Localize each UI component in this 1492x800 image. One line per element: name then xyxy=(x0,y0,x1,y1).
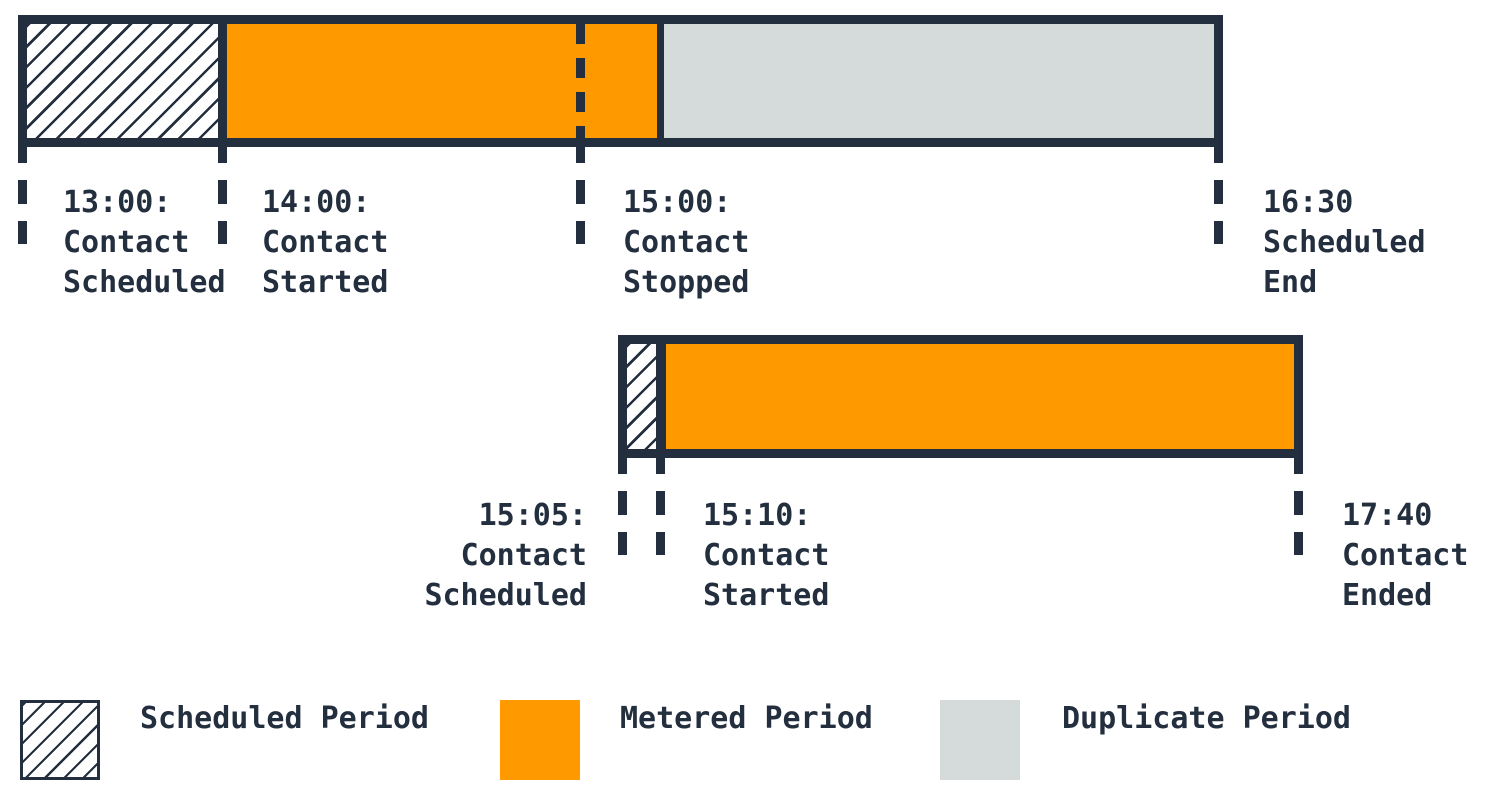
event-label-contact-started-2: 15:10: Contact Started xyxy=(703,496,829,616)
event-time: 17:40 xyxy=(1342,498,1433,533)
segment-divider xyxy=(656,344,666,449)
legend-label-metered-period: Metered Period xyxy=(620,701,873,736)
legend-swatch-duplicate-period xyxy=(940,700,1020,780)
contact-stopped-dashed-marker xyxy=(576,24,585,138)
event-label-contact-stopped: 15:00: Contact Stopped xyxy=(623,183,749,303)
event-line: Contact xyxy=(262,225,389,260)
event-label-contact-ended: 17:40 Contact Ended xyxy=(1342,496,1468,616)
event-line: Scheduled xyxy=(424,578,587,613)
segment-metered-period xyxy=(666,344,1294,449)
event-time: 15:00: xyxy=(623,185,732,220)
tick-14-00 xyxy=(218,147,227,244)
event-line: Contact xyxy=(703,538,830,573)
event-line: Scheduled xyxy=(63,265,226,300)
event-label-contact-scheduled-2: 15:05: Contact Scheduled xyxy=(424,496,587,616)
event-time: 14:00: xyxy=(262,185,371,220)
event-line: End xyxy=(1263,265,1318,300)
tick-16-30 xyxy=(1214,147,1223,244)
event-line: Contact xyxy=(460,538,587,573)
event-time: 15:05: xyxy=(478,498,587,533)
segment-divider xyxy=(218,24,227,138)
event-line: Started xyxy=(262,265,389,300)
legend-swatch-scheduled-period xyxy=(20,700,100,780)
event-label-contact-started: 14:00: Contact Started xyxy=(262,183,388,303)
tick-15-05 xyxy=(618,458,627,555)
event-line: Stopped xyxy=(623,265,750,300)
event-line: Started xyxy=(703,578,830,613)
segment-scheduled-period xyxy=(27,24,218,138)
legend-swatch-metered-period xyxy=(500,700,580,780)
event-label-contact-scheduled: 13:00: Contact Scheduled xyxy=(63,183,226,303)
legend-label-scheduled-period: Scheduled Period xyxy=(140,701,429,736)
legend-label-duplicate-period: Duplicate Period xyxy=(1062,701,1351,736)
segment-scheduled-period xyxy=(627,344,656,449)
event-line: Contact xyxy=(63,225,190,260)
timeline-bar-second-contact xyxy=(618,335,1303,458)
tick-17-40 xyxy=(1294,458,1303,555)
event-line: Contact xyxy=(623,225,750,260)
tick-13-00 xyxy=(18,147,27,244)
segment-duplicate-period xyxy=(664,24,1214,138)
segment-metered-period xyxy=(227,24,657,138)
event-time: 16:30 xyxy=(1263,185,1354,220)
event-time: 13:00: xyxy=(63,185,172,220)
tick-15-10 xyxy=(656,458,665,555)
event-time: 15:10: xyxy=(703,498,812,533)
event-label-scheduled-end: 16:30 Scheduled End xyxy=(1263,183,1426,303)
timeline-bar-first-contact xyxy=(18,15,1223,147)
event-line: Ended xyxy=(1342,578,1433,613)
tick-15-00 xyxy=(576,147,585,244)
event-line: Scheduled xyxy=(1263,225,1426,260)
segment-divider xyxy=(657,24,664,138)
event-line: Contact xyxy=(1342,538,1469,573)
